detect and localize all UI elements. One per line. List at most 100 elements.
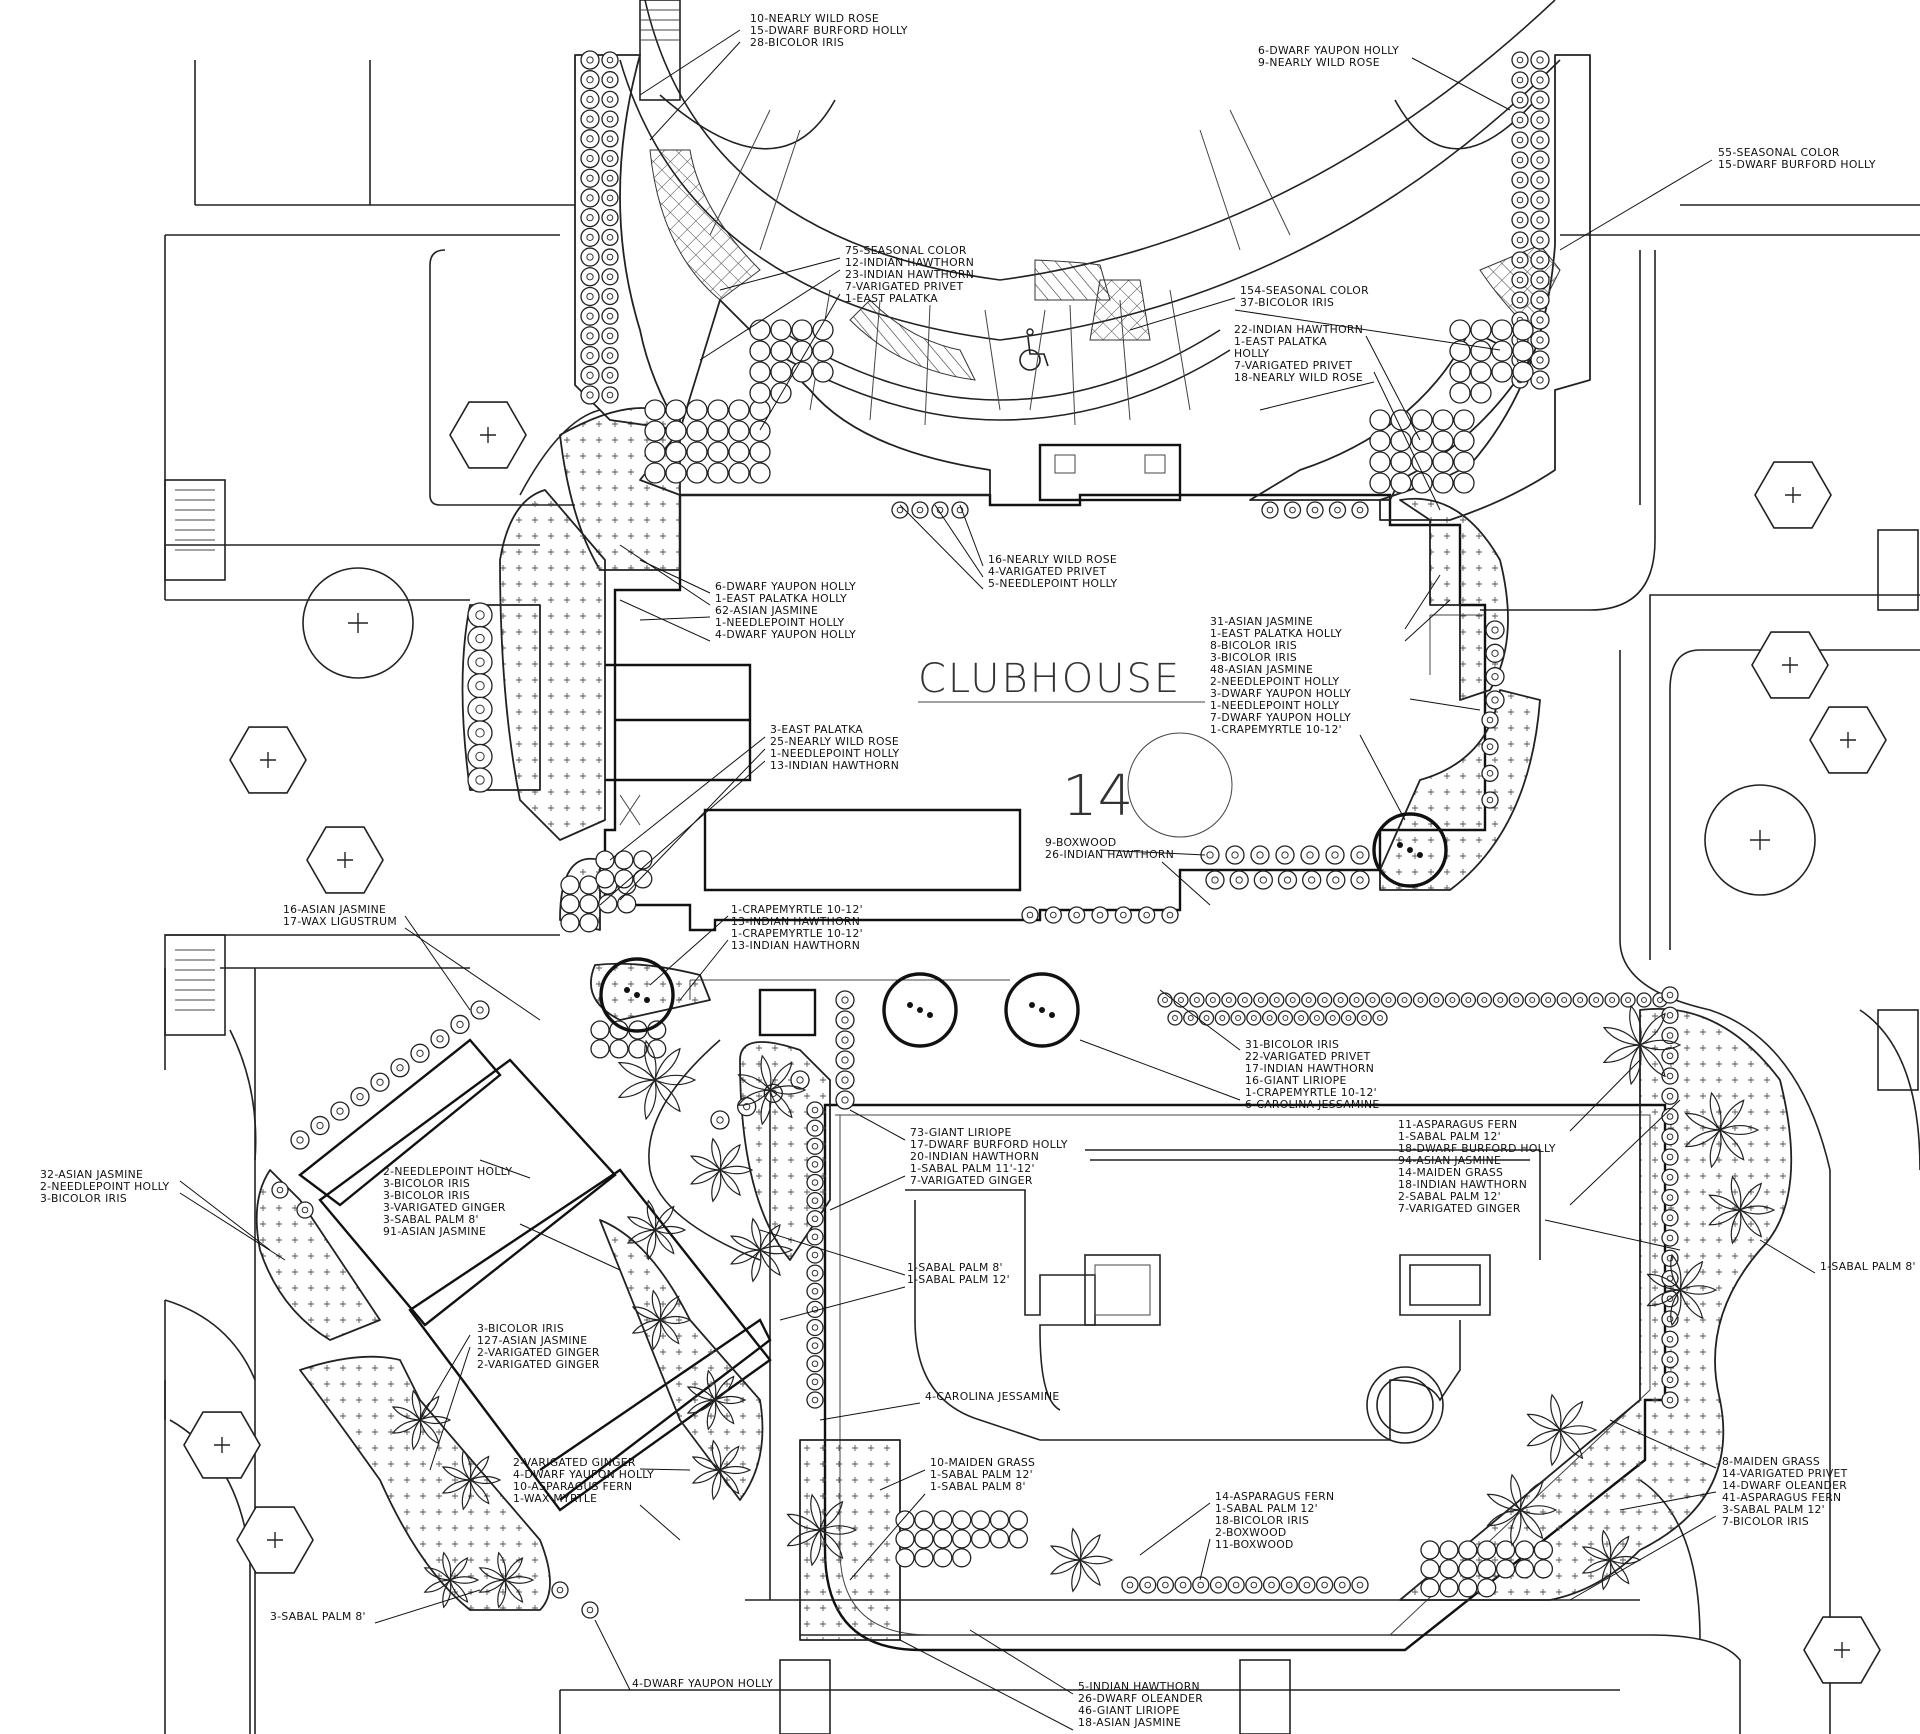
shrub-symbol xyxy=(1161,906,1179,924)
shrub-symbol xyxy=(1524,992,1540,1008)
shrub-center xyxy=(1313,1015,1320,1021)
plant-label: 3-BICOLOR IRIS xyxy=(40,1192,127,1205)
shrub-symbol xyxy=(1356,1010,1372,1026)
shrub-symbol xyxy=(1572,992,1588,1008)
shrub-center xyxy=(1356,851,1364,859)
shrub-symbol xyxy=(1245,1576,1263,1594)
shrub-symbol xyxy=(633,869,653,889)
plant-label: 1-EAST PALATKA HOLLY xyxy=(1210,627,1342,640)
shrub-symbol xyxy=(1530,230,1550,250)
shrub-center xyxy=(956,506,964,514)
shrub-center xyxy=(1516,276,1524,284)
leader-line xyxy=(1139,1502,1211,1556)
shrub-symbol xyxy=(1300,845,1320,865)
shrub-center xyxy=(1666,1173,1674,1181)
shrub-center xyxy=(1666,1011,1674,1019)
plant-label: 6-DWARF YAUPON HOLLY xyxy=(1258,44,1399,57)
shrub-center xyxy=(1593,997,1600,1003)
shrub-center xyxy=(475,657,485,667)
shrub-symbol xyxy=(1661,1209,1679,1227)
shrub-center xyxy=(606,293,614,300)
shrub-symbol xyxy=(707,462,729,484)
shrub-center xyxy=(1257,997,1264,1003)
leader-line xyxy=(899,1639,1074,1731)
leader-line xyxy=(1759,1239,1816,1274)
plant-label: 2-BOXWOOD xyxy=(1215,1526,1287,1539)
hex-tree-icon xyxy=(306,826,384,894)
shrub-center xyxy=(1536,256,1544,264)
shrub-symbol xyxy=(1298,1576,1316,1594)
plant-label: 2-NEEDLEPOINT HOLLY xyxy=(1210,675,1340,688)
sabal-palm-icon xyxy=(1708,1175,1776,1245)
shrub-center xyxy=(1536,96,1544,104)
shrub-symbol xyxy=(1530,250,1550,270)
leader-line xyxy=(699,269,841,361)
shrub-symbol xyxy=(952,1510,972,1530)
sabal-palm-icon xyxy=(686,1369,747,1431)
shrub-center xyxy=(1491,649,1499,657)
plant-label: 7-VARIGATED GINGER xyxy=(910,1174,1033,1187)
plant-label: 1-SABAL PALM 12' xyxy=(1215,1502,1318,1515)
shrub-symbol xyxy=(749,441,771,463)
shrub-symbol xyxy=(749,462,771,484)
shrub-center xyxy=(556,1586,564,1594)
plant-label: 127-ASIAN JASMINE xyxy=(477,1334,587,1347)
shrub-center xyxy=(1337,997,1344,1003)
shrub-symbol xyxy=(579,894,599,914)
shrub-center xyxy=(1305,997,1312,1003)
shrub-center xyxy=(1516,136,1524,144)
shrub-center xyxy=(475,775,485,785)
shrub-symbol xyxy=(1449,340,1471,362)
shrub-symbol xyxy=(891,501,909,519)
shrub-symbol xyxy=(1511,251,1529,269)
shrub-center xyxy=(606,135,614,143)
plant-label: 3-BICOLOR IRIS xyxy=(1210,651,1297,664)
shrub-symbol xyxy=(601,327,619,345)
shrub-center xyxy=(716,1116,724,1124)
shrub-center xyxy=(1516,196,1524,204)
shrub-symbol xyxy=(601,169,619,187)
shrub-center xyxy=(811,1306,819,1313)
shrub-center xyxy=(1536,376,1544,384)
shrub-symbol xyxy=(812,319,834,341)
shrub-symbol xyxy=(665,420,687,442)
shrub-center xyxy=(1516,116,1524,124)
shrub-symbol xyxy=(580,188,600,208)
shrub-center xyxy=(1536,336,1544,344)
shrub-center xyxy=(1491,696,1499,704)
shrub-symbol xyxy=(1530,110,1550,130)
shrub-center xyxy=(416,1049,424,1057)
shrub-symbol xyxy=(1530,270,1550,290)
shrub-symbol xyxy=(1453,430,1475,452)
shrub-symbol xyxy=(1008,1510,1029,1530)
shrub-symbol xyxy=(1351,1576,1369,1594)
lot-number: 14 xyxy=(1062,764,1133,829)
shrub-center xyxy=(606,194,614,202)
shrub-center xyxy=(1536,236,1544,244)
shrub-symbol xyxy=(1091,906,1109,924)
shrub-symbol xyxy=(1533,1540,1554,1560)
shrub-symbol xyxy=(1253,992,1269,1008)
shrub-center xyxy=(1172,1015,1178,1021)
shrub-symbol xyxy=(933,1529,953,1549)
shrub-symbol xyxy=(601,346,619,365)
shrub-symbol xyxy=(686,420,708,442)
shrub-center xyxy=(1215,1581,1222,1589)
shrub-symbol xyxy=(1661,1330,1679,1348)
sabal-palm-icon xyxy=(1486,1473,1558,1547)
shrub-symbol xyxy=(710,1110,730,1130)
hex-tree-icon xyxy=(1754,461,1832,529)
shrub-symbol xyxy=(1530,170,1550,190)
shrub-symbol xyxy=(806,1228,824,1246)
shrub-symbol xyxy=(1411,430,1433,452)
leader-line xyxy=(849,1493,926,1581)
plant-label: 22-INDIAN HAWTHORN xyxy=(1234,323,1363,336)
plant-label: 15-DWARF BURFORD HOLLY xyxy=(1718,158,1876,171)
shrub-symbol xyxy=(370,1072,390,1092)
shrub-symbol xyxy=(580,267,600,287)
